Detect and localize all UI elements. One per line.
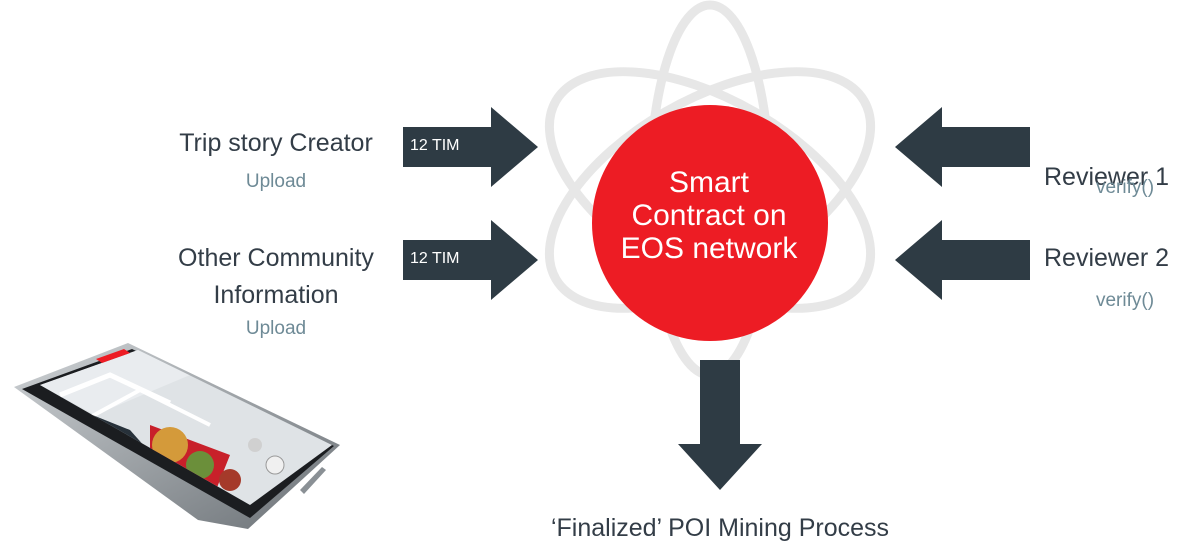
reviewer1-title: Reviewer 1 bbox=[1044, 163, 1170, 191]
right-arrow-icon bbox=[403, 107, 538, 187]
down-arrow-icon bbox=[678, 360, 762, 490]
center-title-line-1: Smart bbox=[668, 166, 749, 199]
smart-contract-label: Smart Contract on EOS network bbox=[592, 166, 826, 265]
reviewer2-action: verify() bbox=[1095, 290, 1155, 311]
community-action: Upload bbox=[245, 318, 307, 339]
right-arrow-icon bbox=[403, 220, 538, 300]
creator-title: Trip story Creator bbox=[179, 129, 373, 157]
center-title-line-2: Contract on bbox=[631, 199, 787, 232]
community-amount: 12 TIM bbox=[410, 250, 460, 267]
community-title-line-1: Other Community bbox=[178, 244, 374, 272]
left-arrow-icon bbox=[895, 220, 1030, 300]
community-title-line-2: Information bbox=[213, 281, 339, 309]
reviewer1-action: verify() bbox=[1095, 177, 1155, 198]
smartphone-map-app-illustration bbox=[14, 343, 340, 529]
smart-contract-circle bbox=[592, 105, 828, 341]
left-arrow-icon bbox=[895, 107, 1030, 187]
output-label: ‘Finalized’ POI Mining Process bbox=[550, 514, 890, 542]
creator-action: Upload bbox=[245, 171, 307, 192]
reviewer2-title: Reviewer 2 bbox=[1044, 244, 1170, 272]
center-title-line-3: EOS network bbox=[620, 232, 798, 265]
creator-amount: 12 TIM bbox=[410, 137, 460, 154]
